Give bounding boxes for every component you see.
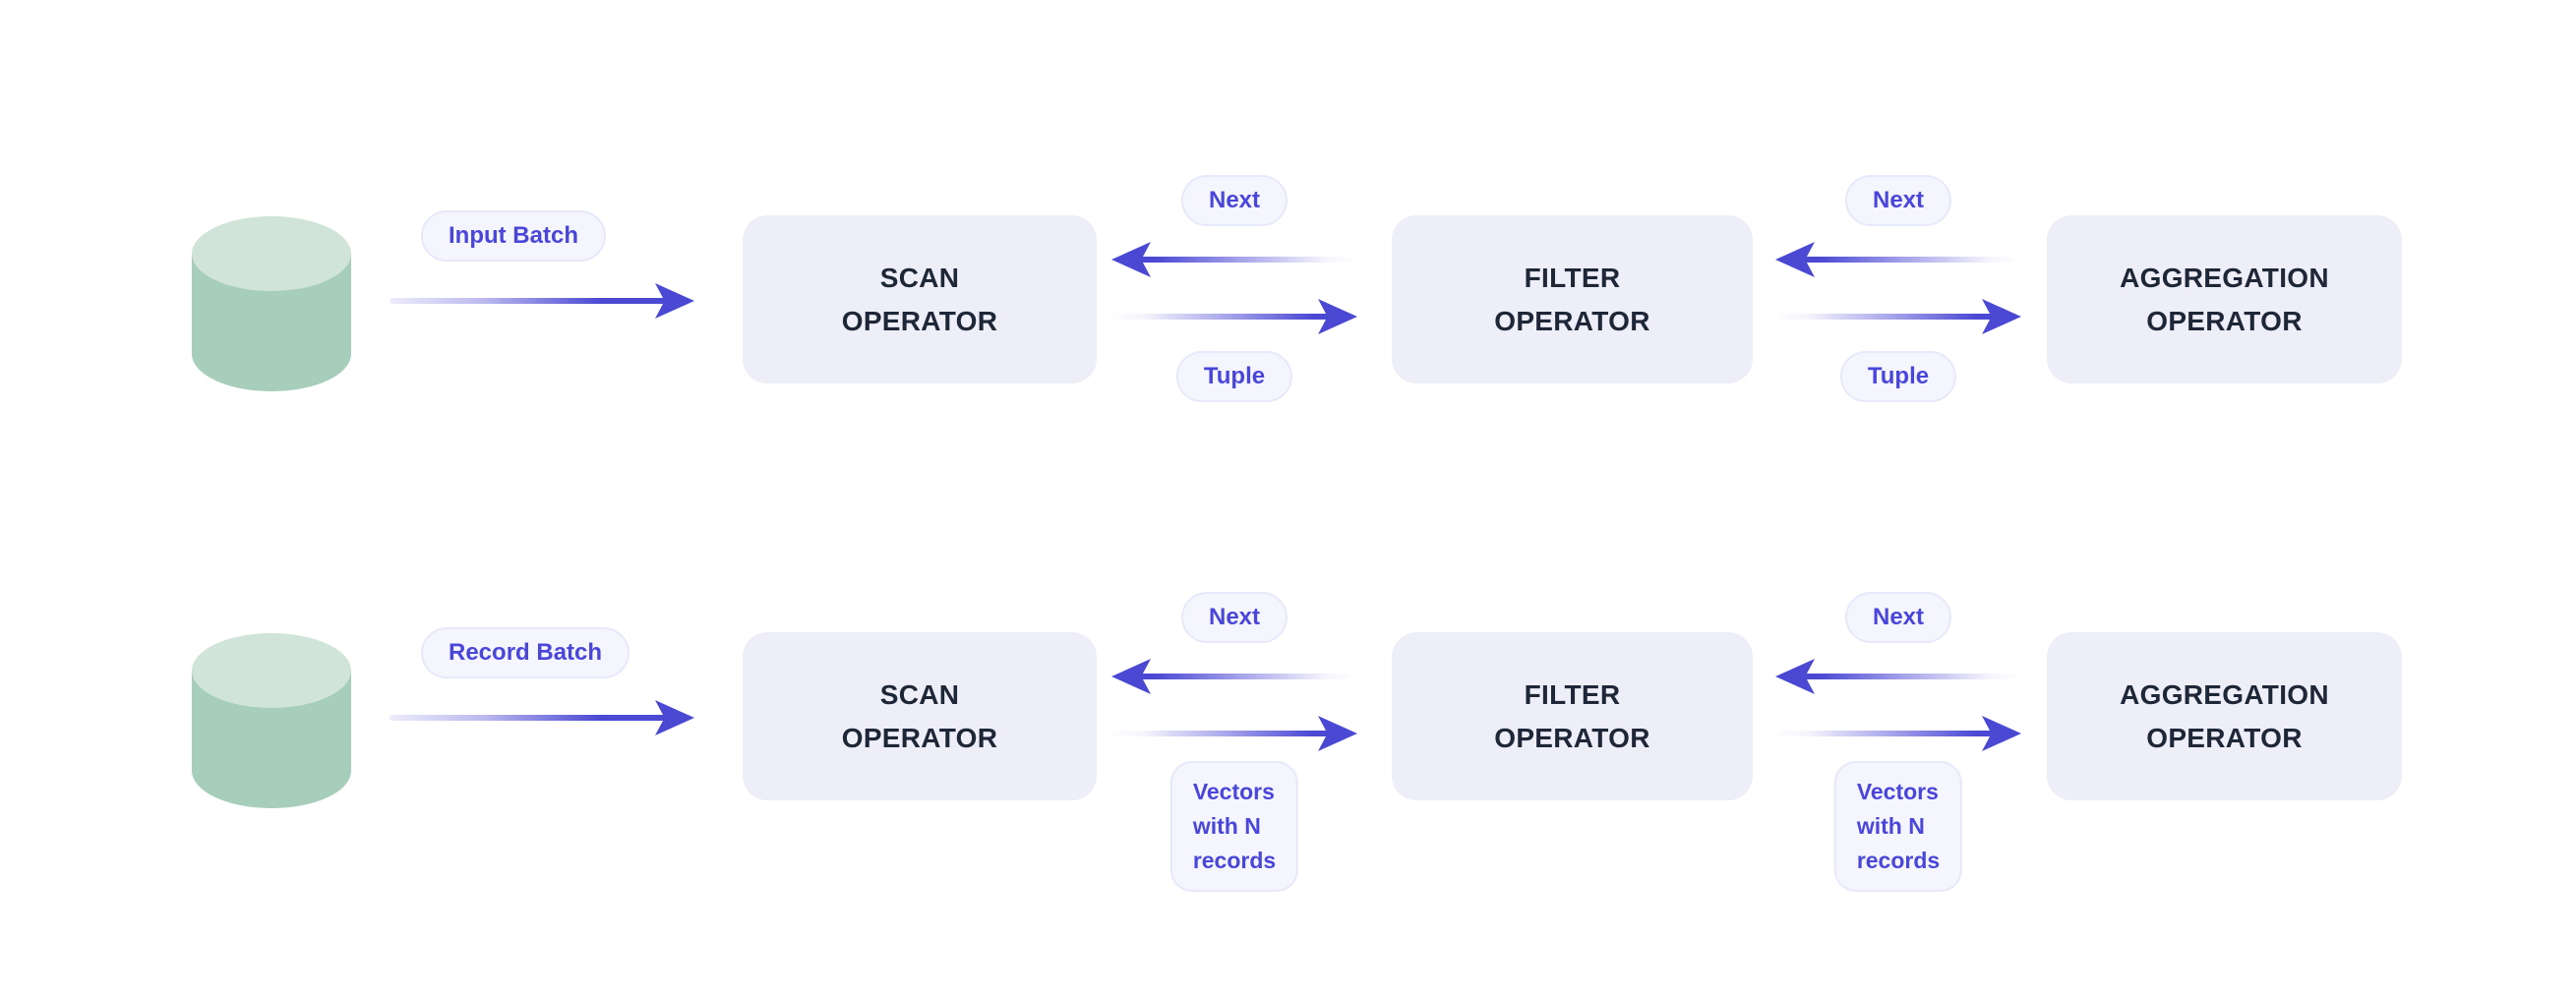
aggregation-operator-box: AGGREGATION OPERATOR — [2047, 215, 2402, 383]
next-call-label: Next — [1208, 604, 1261, 630]
database-cylinder-icon — [192, 216, 351, 391]
arrow-shaft — [1123, 257, 1357, 263]
next-call-arrow — [1111, 242, 1357, 277]
vectors-note-line: with N — [1192, 813, 1261, 839]
filter-operator-box: FILTER OPERATOR — [1392, 215, 1753, 383]
scan-operator-box: SCAN OPERATOR — [743, 632, 1097, 800]
operator-label-line: OPERATOR — [1494, 305, 1650, 336]
tuple-return-pill: Tuple — [1175, 351, 1293, 402]
vectors-return-note: Vectors with N records — [1833, 761, 1963, 892]
tuple-return-label: Tuple — [1203, 363, 1266, 389]
next-call-pill: Next — [1844, 175, 1952, 226]
operator-label-line: AGGREGATION — [2120, 262, 2329, 293]
vectors-note-line: records — [1856, 848, 1941, 873]
arrow-shaft — [1123, 674, 1357, 679]
next-call-label: Next — [1208, 187, 1261, 213]
vectors-note-line: Vectors — [1856, 779, 1939, 804]
next-call-pill: Next — [1180, 592, 1288, 643]
database-cylinder-icon — [192, 633, 351, 808]
arrow-shaft — [1787, 257, 2021, 263]
filter-operator-box: FILTER OPERATOR — [1392, 632, 1753, 800]
vectors-note-line: with N — [1856, 813, 1925, 839]
vectors-return-note: Vectors with N records — [1169, 761, 1299, 892]
operator-label-line: SCAN — [879, 262, 960, 293]
input-batch-label: Input Batch — [449, 222, 578, 249]
next-call-label: Next — [1872, 604, 1925, 630]
operator-label-line: AGGREGATION — [2120, 678, 2329, 710]
cylinder-top — [192, 633, 351, 708]
arrow-shaft — [1775, 314, 2009, 320]
operator-label-line: FILTER — [1524, 678, 1621, 710]
record-batch-pill: Record Batch — [421, 627, 630, 678]
vectors-note-line: Vectors — [1192, 779, 1275, 804]
aggregation-operator-box: AGGREGATION OPERATOR — [2047, 632, 2402, 800]
operator-label-line: OPERATOR — [1494, 722, 1650, 753]
arrow-shaft — [1775, 731, 2009, 736]
arrow-shaft — [1111, 731, 1346, 736]
vectors-return-arrow — [1775, 716, 2021, 751]
operator-label-line: SCAN — [879, 678, 960, 710]
arrow-shaft — [1787, 674, 2021, 679]
operator-label-line: OPERATOR — [841, 305, 998, 336]
input-batch-pill: Input Batch — [421, 210, 606, 262]
operator-label-line: OPERATOR — [841, 722, 998, 753]
operator-label-line: FILTER — [1524, 262, 1621, 293]
operator-label-line: OPERATOR — [2146, 722, 2303, 753]
next-call-pill: Next — [1180, 175, 1288, 226]
next-call-arrow — [1775, 242, 2021, 277]
arrow-shaft — [389, 298, 683, 304]
vectors-return-arrow — [1111, 716, 1357, 751]
tuple-return-arrow — [1775, 299, 2021, 334]
tuple-return-pill: Tuple — [1839, 351, 1957, 402]
next-call-label: Next — [1872, 187, 1925, 213]
next-call-pill: Next — [1844, 592, 1952, 643]
operator-label-line: OPERATOR — [2146, 305, 2303, 336]
next-call-arrow — [1775, 659, 2021, 694]
tuple-return-label: Tuple — [1867, 363, 1930, 389]
arrow-shaft — [1111, 314, 1346, 320]
vectors-note-line: records — [1192, 848, 1277, 873]
batch-input-arrow — [389, 700, 694, 735]
scan-operator-box: SCAN OPERATOR — [743, 215, 1097, 383]
cylinder-top — [192, 216, 351, 291]
tuple-return-arrow — [1111, 299, 1357, 334]
arrow-shaft — [389, 715, 683, 721]
next-call-arrow — [1111, 659, 1357, 694]
batch-input-arrow — [389, 283, 694, 319]
record-batch-label: Record Batch — [449, 639, 603, 666]
